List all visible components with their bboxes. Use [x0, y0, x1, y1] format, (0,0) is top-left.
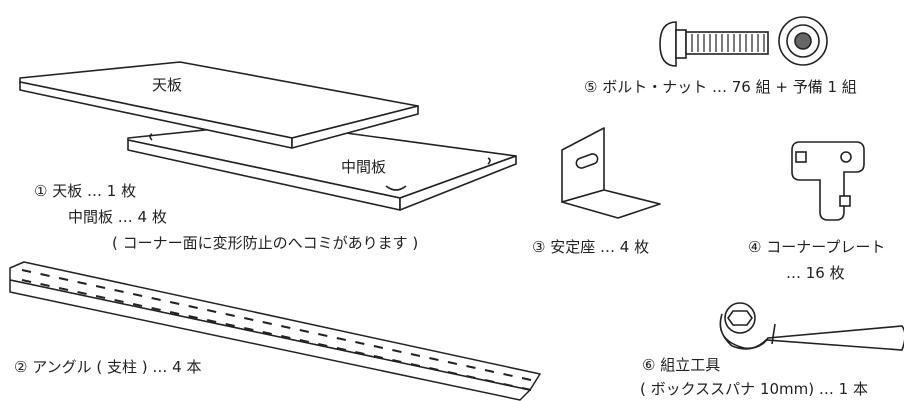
post-slot-hole — [95, 285, 106, 289]
top-board-label: 天板 — [152, 76, 183, 94]
post-slot-hole — [447, 371, 458, 375]
post-slot-hole — [77, 281, 87, 285]
post-slot-hole — [114, 289, 124, 293]
middle-board — [127, 122, 517, 211]
item1-note: ( コーナー面に変形防止のへコミがあります ) — [112, 234, 419, 252]
post-slot-hole — [151, 297, 161, 301]
post-slot-hole — [169, 311, 180, 315]
post-slot-hole — [336, 347, 347, 351]
post-slot-hole — [281, 325, 291, 329]
post-slot-hole — [355, 341, 365, 345]
post-slot-hole — [336, 337, 347, 341]
post-slot-hole — [318, 333, 328, 337]
angle-post-holes — [21, 269, 532, 391]
post-slot-hole — [132, 293, 143, 297]
item5-label: ⑤ ボルト・ナット … 76 組 + 予備 1 組 — [584, 78, 857, 96]
post-slot-hole — [262, 321, 272, 325]
post-slot-hole — [318, 343, 328, 347]
post-slot-hole — [21, 269, 32, 273]
post-slot-hole — [114, 299, 124, 303]
post-slot-hole — [484, 369, 495, 373]
corner-plate — [791, 141, 865, 221]
middle-board-label: 中間板 — [341, 158, 387, 176]
post-slot-hole — [40, 273, 50, 277]
post-slot-hole — [95, 295, 106, 299]
item1-line1: ① 天板 … 1 枚 — [34, 182, 137, 200]
post-slot-hole — [392, 359, 402, 363]
post-slot-hole — [77, 291, 87, 295]
post-slot-hole — [58, 287, 69, 291]
post-slot-hole — [151, 307, 161, 311]
post-slot-hole — [355, 351, 365, 355]
post-slot-hole — [206, 319, 217, 323]
post-slot-hole — [225, 323, 235, 327]
item4-line2: … 16 枚 — [786, 264, 845, 282]
post-slot-hole — [429, 357, 439, 361]
item4-line1: ④ コーナープレート — [748, 238, 886, 256]
nut — [778, 16, 828, 66]
post-slot-hole — [188, 305, 198, 309]
post-slot-hole — [21, 279, 32, 283]
item6-line1: ⑥ 組立工具 — [642, 356, 721, 374]
post-slot-hole — [429, 367, 439, 371]
item6-line2: ( ボックススパナ 10mm) … 1 本 — [640, 380, 868, 398]
post-slot-hole — [503, 383, 513, 387]
post-slot-hole — [484, 379, 495, 383]
item1-line2: 中間板 … 4 枚 — [68, 208, 167, 226]
post-slot-hole — [373, 345, 384, 349]
post-slot-hole — [188, 315, 198, 319]
post-slot-hole — [281, 335, 291, 339]
post-slot-hole — [299, 339, 309, 343]
post-slot-hole — [299, 329, 309, 333]
post-slot-hole — [244, 317, 254, 321]
angle-post — [9, 261, 541, 401]
post-slot-hole — [373, 355, 384, 359]
post-slot-hole — [521, 377, 532, 381]
post-slot-hole — [40, 283, 50, 287]
post-slot-hole — [206, 309, 217, 313]
bolt — [659, 21, 769, 67]
post-slot-hole — [58, 277, 69, 281]
box-spanner — [719, 302, 904, 351]
post-slot-hole — [503, 373, 513, 377]
post-slot-hole — [410, 353, 421, 357]
item2-label: ② アングル ( 支柱 ) … 4 本 — [14, 358, 202, 376]
post-slot-hole — [521, 387, 532, 391]
post-slot-hole — [447, 361, 458, 365]
post-slot-hole — [410, 363, 421, 367]
stabilizer-seat — [561, 127, 661, 219]
item3-label: ③ 安定座 … 4 枚 — [532, 238, 650, 256]
post-slot-hole — [466, 375, 476, 379]
post-slot-hole — [169, 301, 180, 305]
top-board — [19, 61, 419, 149]
post-slot-hole — [244, 327, 254, 331]
post-slot-hole — [392, 349, 402, 353]
post-slot-hole — [132, 303, 143, 307]
post-slot-hole — [262, 331, 272, 335]
post-slot-hole — [225, 313, 235, 317]
post-slot-hole — [466, 365, 476, 369]
